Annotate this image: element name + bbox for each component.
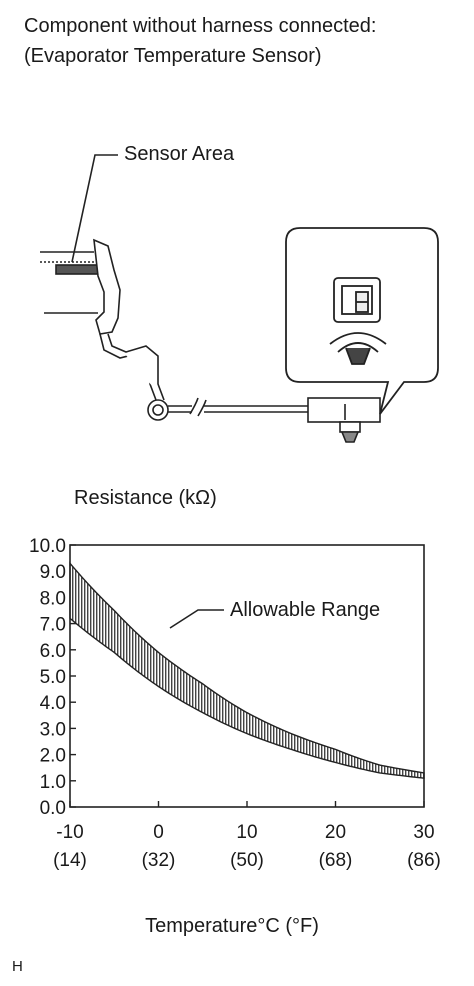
sensor-body (40, 238, 169, 421)
plot-frame (69, 544, 425, 808)
y-tick-label: 7.0 (40, 615, 66, 636)
y-tick-label: 1.0 (40, 772, 66, 793)
y-axis-label: Resistance (kΩ) (74, 487, 217, 509)
header-line-1: Component without harness connected: (24, 15, 377, 37)
y-tick-label: 4.0 (40, 693, 66, 714)
connector (307, 397, 381, 443)
x-axis-label: Temperature°C (°F) (145, 915, 319, 937)
x-tick-label-fahrenheit: (68) (319, 850, 353, 871)
y-tick-label: 2.0 (40, 746, 66, 767)
harness-wire (168, 397, 308, 417)
header-line-2: (Evaporator Temperature Sensor) (24, 45, 322, 67)
connector-magnified-view (285, 227, 439, 415)
x-tick-label-fahrenheit: (14) (53, 850, 87, 871)
x-ticks: -10 (14) 0 (32) 10 (50) 20 (68) 30 (86) (53, 801, 441, 871)
y-tick-label: 3.0 (40, 719, 66, 740)
y-tick-label: 9.0 (40, 562, 66, 583)
annotation-leader (169, 609, 224, 629)
x-tick-label-fahrenheit: (86) (407, 850, 441, 871)
x-tick-label-celsius: 20 (325, 822, 346, 843)
x-tick-label-celsius: 0 (153, 822, 164, 843)
footer-code: H (12, 958, 23, 975)
x-tick-label-celsius: -10 (56, 822, 83, 843)
y-ticks: 0.0 1.0 2.0 3.0 4.0 5.0 6.0 7.0 8.0 9.0 10.0 (29, 536, 76, 819)
x-tick-label-celsius: 30 (413, 822, 434, 843)
sensor-leader-line (71, 154, 118, 263)
y-tick-label: 8.0 (40, 588, 66, 609)
x-tick-label-fahrenheit: (50) (230, 850, 264, 871)
sensor-diagram: Sensor Area (40, 143, 439, 443)
resistance-chart: Resistance (kΩ) 0.0 1.0 2.0 3.0 4.0 5.0 6.0 7.0… (29, 487, 441, 937)
x-tick-label-celsius: 10 (236, 822, 257, 843)
x-tick-label-fahrenheit: (32) (142, 850, 176, 871)
y-tick-label: 0.0 (40, 798, 66, 819)
allowable-range-band (69, 561, 425, 779)
y-tick-label: 5.0 (40, 667, 66, 688)
allowable-range-label: Allowable Range (230, 599, 380, 621)
y-tick-label: 6.0 (40, 641, 66, 662)
sensor-area-label: Sensor Area (124, 143, 235, 165)
y-tick-label: 10.0 (29, 536, 66, 557)
